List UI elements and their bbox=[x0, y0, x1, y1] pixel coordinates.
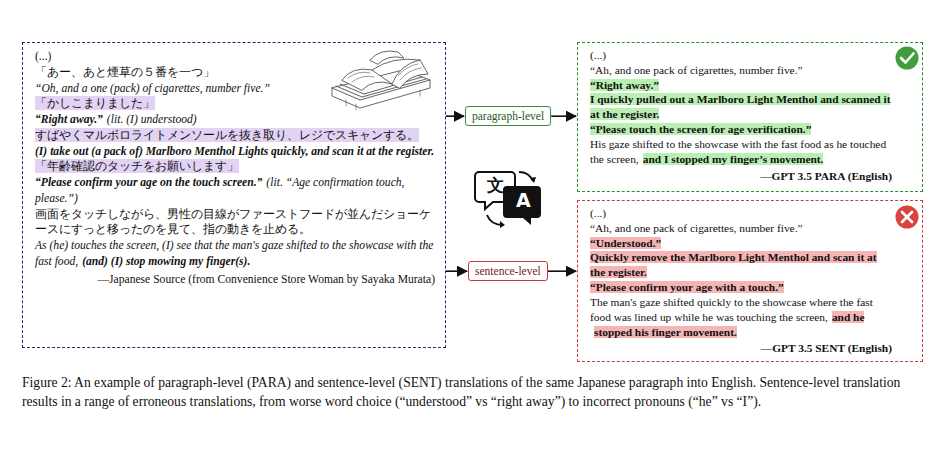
flow-arrow bbox=[446, 115, 464, 117]
text-line: “Ah, and one pack of cigarettes, number … bbox=[590, 221, 892, 236]
source-panel: (...) 「あー、あと煙草の５番を一つ」 “Oh, and a one (pack… bbox=[22, 42, 446, 348]
translation-text: “Right away.” bbox=[590, 79, 659, 91]
icon-glyph: A bbox=[516, 191, 531, 210]
text-line: (I) take out (a pack of) Marlboro Mentho… bbox=[35, 144, 435, 160]
text-line: sentence-level bbox=[475, 264, 541, 278]
text-line: “Right away.” bbox=[590, 78, 892, 93]
japanese-text: 「年齢確認のタッチをお願いします」 bbox=[35, 159, 239, 173]
text-line: 「年齢確認のタッチをお願いします」 bbox=[35, 159, 435, 175]
translation-text: (...) bbox=[35, 50, 51, 63]
text-line: “Understood.” bbox=[590, 236, 892, 251]
translation-text: “Understood.” bbox=[590, 237, 661, 249]
method-box: paragraph-level bbox=[465, 106, 551, 126]
book-illustration bbox=[332, 51, 430, 110]
text-line: “Please touch the screen for age verific… bbox=[590, 122, 892, 137]
attribution: —GPT 3.5 SENT (English) bbox=[761, 342, 892, 354]
text-line: (...) bbox=[590, 48, 892, 63]
text-line: “Oh, and a one (pack) of cigarettes, num… bbox=[35, 81, 335, 97]
translation-text: (I) take out (a pack of) Marlboro Mentho… bbox=[35, 145, 434, 158]
figure-caption: Figure 2: An example of paragraph-level … bbox=[22, 374, 932, 412]
icon-glyph: 文 bbox=[487, 177, 504, 194]
text-line: 画面をタッチしながら、男性の目線がファーストフードが並んだショーケースにすっと移… bbox=[35, 207, 435, 239]
translation-text: “Ah, and one pack of cigarettes, number … bbox=[590, 64, 803, 76]
translation-text: sentence-level bbox=[475, 265, 541, 277]
attribution: —GPT 3.5 PARA (English) bbox=[760, 170, 892, 182]
text-line: paragraph-level bbox=[472, 109, 544, 123]
text-line: His gaze shifted to the showcase with th… bbox=[590, 137, 892, 167]
text-line: I quickly pulled out a Marlboro Light Me… bbox=[590, 92, 892, 122]
flow-arrow bbox=[446, 270, 467, 272]
translation-text: “Please confirm your age on the touch sc… bbox=[35, 176, 262, 189]
translation-text: The man's gaze shifted quickly to the sh… bbox=[590, 296, 873, 323]
text-line: —GPT 3.5 PARA (English) bbox=[590, 169, 892, 184]
text-line: —GPT 3.5 SENT (English) bbox=[590, 341, 892, 356]
translation-text: “Please touch the screen for age verific… bbox=[590, 123, 811, 135]
translation-text: and I stopped my finger’s movement. bbox=[643, 153, 824, 165]
text-line: “Please confirm your age on the touch sc… bbox=[35, 175, 435, 207]
text-line: —Japanese Source (from Convenience Store… bbox=[35, 272, 435, 288]
attribution: —Japanese Source (from Convenience Store… bbox=[97, 273, 435, 286]
flow-arrow bbox=[551, 115, 576, 117]
translation-text: (lit. (I) understood) bbox=[107, 113, 197, 126]
flow-arrow bbox=[548, 270, 576, 272]
text-line: “Ah, and one pack of cigarettes, number … bbox=[590, 63, 892, 78]
japanese-text: 「かしこまりました」 bbox=[35, 96, 155, 110]
japanese-text: すばやくマルボロライトメンソールを抜き取り、レジでスキャンする。 bbox=[35, 128, 419, 142]
text-line: (...) bbox=[590, 206, 892, 221]
translation-text: I quickly pulled out a Marlboro Light Me… bbox=[590, 93, 890, 120]
text-line: “Right away.” (lit. (I) understood) bbox=[35, 112, 435, 128]
translation-text: paragraph-level bbox=[472, 110, 544, 122]
translation-text: “Right away.” bbox=[35, 113, 103, 126]
translation-text: Quickly remove the Marlboro Light Mentho… bbox=[590, 251, 877, 278]
japanese-text: 「あー、あと煙草の５番を一つ」 bbox=[35, 65, 215, 79]
japanese-text: 画面をタッチしながら、男性の目線がファーストフードが並んだショーケースにすっと移… bbox=[35, 207, 431, 237]
translate-icon bbox=[475, 172, 541, 228]
translation-text: “Oh, and a one (pack) of cigarettes, num… bbox=[35, 82, 270, 95]
check-icon bbox=[896, 47, 919, 70]
text-line: The man's gaze shifted quickly to the sh… bbox=[590, 295, 892, 339]
text-line: すばやくマルボロライトメンソールを抜き取り、レジでスキャンする。 bbox=[35, 128, 435, 144]
translation-text: “Please confirm your age with a touch.” bbox=[590, 281, 784, 293]
translation-text: (...) bbox=[590, 49, 606, 61]
text-line: 「あー、あと煙草の５番を一つ」 bbox=[35, 65, 335, 81]
output-panel: (...) “Ah, and one pack of cigarettes, nu… bbox=[577, 42, 923, 192]
text-line: Quickly remove the Marlboro Light Mentho… bbox=[590, 250, 892, 280]
text-line: As (he) touches the screen, (I) see that… bbox=[35, 238, 435, 270]
text-line: (...) bbox=[35, 49, 435, 65]
translation-text: (and) (I) stop mowing my finger(s). bbox=[82, 255, 250, 268]
translation-text: (...) bbox=[590, 207, 606, 219]
translation-text: “Ah, and one pack of cigarettes, number … bbox=[590, 222, 803, 234]
method-box: sentence-level bbox=[468, 261, 548, 281]
output-panel: (...) “Ah, and one pack of cigarettes, nu… bbox=[577, 200, 923, 362]
cross-icon bbox=[896, 206, 919, 229]
text-line: 「かしこまりました」 bbox=[35, 96, 435, 112]
text-line: “Please confirm your age with a touch.” bbox=[590, 280, 892, 295]
